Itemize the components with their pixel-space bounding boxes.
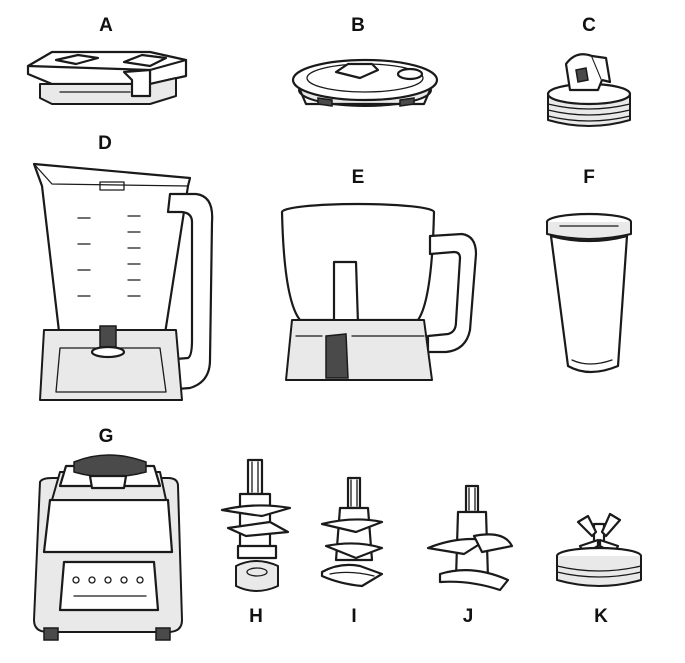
control-panel-icons bbox=[72, 576, 147, 597]
single-serve-cup-illustration bbox=[545, 212, 633, 374]
motor-base-illustration bbox=[33, 454, 183, 641]
food-processor-bowl-illustration bbox=[280, 202, 478, 381]
single-serve-blade-illustration bbox=[555, 512, 643, 587]
chopping-blade-assembly-illustration bbox=[220, 458, 292, 592]
label-i: I bbox=[351, 606, 357, 627]
label-e: E bbox=[351, 167, 365, 188]
label-j: J bbox=[462, 606, 474, 627]
label-d: D bbox=[98, 133, 112, 154]
to-go-lid-illustration bbox=[546, 53, 632, 127]
label-g: G bbox=[98, 426, 114, 447]
dough-blade-illustration bbox=[320, 476, 384, 588]
label-h: H bbox=[249, 606, 263, 627]
pitcher-lid-illustration bbox=[26, 50, 188, 105]
bowl-lid-illustration bbox=[291, 58, 439, 107]
label-b: B bbox=[351, 15, 365, 36]
label-c: C bbox=[582, 15, 596, 36]
label-a: A bbox=[99, 15, 113, 36]
label-k: K bbox=[594, 606, 608, 627]
pitcher-illustration bbox=[32, 162, 214, 401]
spiral-blade-illustration bbox=[426, 484, 514, 592]
label-f: F bbox=[583, 167, 595, 188]
